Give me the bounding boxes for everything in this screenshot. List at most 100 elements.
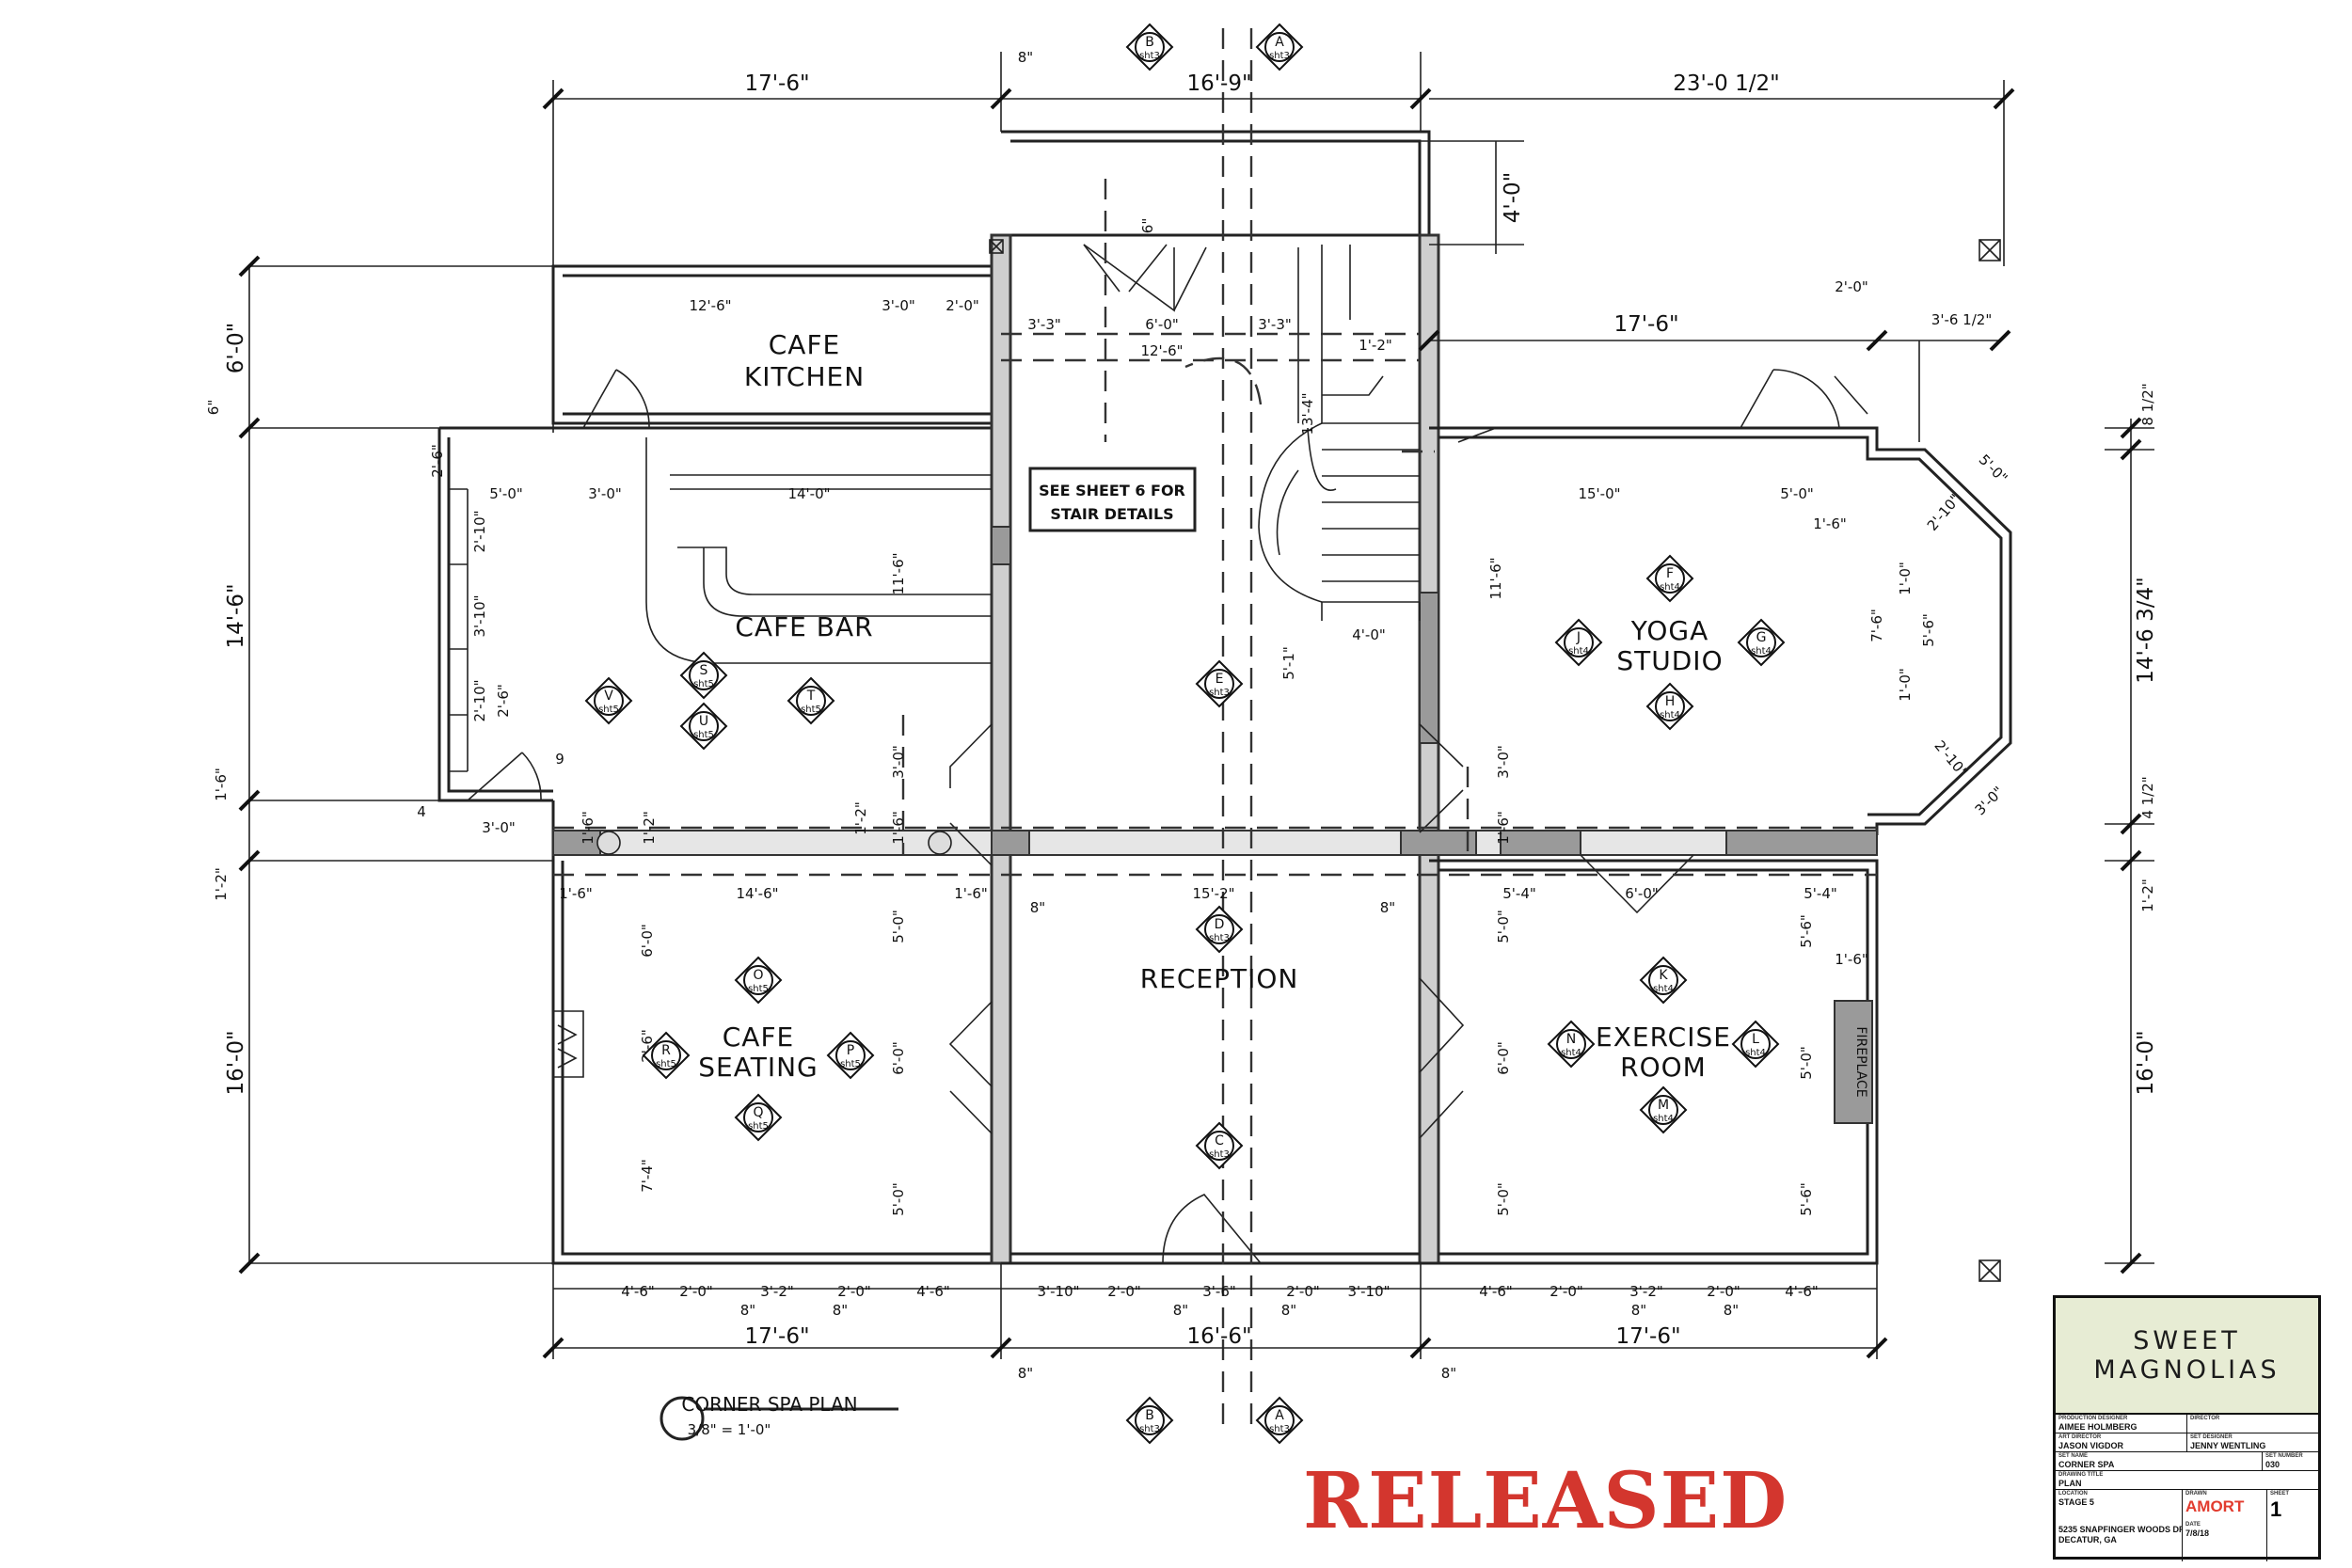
dim-bottom-segment: 2'-0" <box>679 1283 713 1300</box>
dim-left-1-2: 1'-2" <box>213 867 230 901</box>
drawing-title-value: PLAN <box>2058 1479 2082 1488</box>
dim-stair-4-0: 4'-0" <box>1352 626 1386 643</box>
elevation-marker-sheet: sht5 <box>748 1121 769 1132</box>
dim-seating-1-6a: 1'-6" <box>559 885 593 902</box>
dim-seating-6-0b: 6'-0" <box>890 1041 907 1075</box>
drafter-brand: AMORT <box>2185 1497 2245 1515</box>
dim-exercise-5-6a: 5'-6" <box>1798 914 1815 948</box>
dim-right-14-6: 14'-6 3/4" <box>2134 577 2158 683</box>
elevation-marker-letter: A <box>1275 35 1284 50</box>
dim-bay-2-10a: 2'-10" <box>471 510 488 552</box>
logo-line-2: MAGNOLIAS <box>2093 1355 2280 1385</box>
elevation-marker-circle <box>743 1102 773 1132</box>
elevation-marker-circle <box>1264 32 1295 62</box>
elevation-marker-sheet: sht3 <box>1269 51 1290 61</box>
dim-stair-6: 6" <box>1139 218 1156 233</box>
elevation-marker-letter: E <box>1216 672 1224 687</box>
dim-bottom-gap-right: 8" <box>1441 1365 1456 1382</box>
dim-kitchen-3-0: 3'-0" <box>882 297 915 314</box>
dim-stair-6-0: 6'-0" <box>1145 316 1179 333</box>
elevation-markers: Bsht3Asht3Bsht3Asht3Ssht5Vsht5Tsht5Usht5… <box>584 23 1786 1445</box>
elevation-marker-circle <box>796 686 826 716</box>
dimension-lines <box>248 52 2154 1359</box>
dim-bottom-segment: 4'-6" <box>916 1283 950 1300</box>
dim-bottom-segment: 2'-0" <box>837 1283 871 1300</box>
art-director-label: ART DIRECTOR <box>2058 1434 2102 1440</box>
dim-yoga-5-0: 5'-0" <box>1780 485 1814 502</box>
dim-bottom-8in: 8" <box>1281 1302 1296 1319</box>
dim-exercise-5-0a: 5'-0" <box>1495 910 1512 943</box>
address-line-2: DECATUR, GA <box>2058 1535 2117 1544</box>
show-logo: SWEET MAGNOLIAS <box>2056 1298 2318 1415</box>
dim-yoga-2: 2'-0" <box>1835 278 1868 295</box>
elevation-marker-letter: D <box>1215 917 1225 932</box>
dim-top-left: 17'-6" <box>744 71 809 96</box>
dim-yoga-1-6: 1'-6" <box>1813 515 1847 532</box>
dim-mid-1-6a: 1'-6" <box>890 811 907 845</box>
elevation-marker-sheet: sht3 <box>1269 1424 1290 1434</box>
dim-stair-13-4: 13'-4" <box>1299 392 1316 435</box>
dim-bottom-segment: 2'-0" <box>1707 1283 1740 1300</box>
plan-title-circle <box>660 1396 705 1441</box>
dim-seating-5-0a: 5'-0" <box>890 910 907 943</box>
dimension-ticks <box>238 87 2142 1359</box>
elevation-marker-sheet: sht3 <box>1139 51 1160 61</box>
elevation-marker-sheet: sht5 <box>598 705 619 715</box>
dim-stair-1-2: 1'-2" <box>1359 337 1392 354</box>
elevation-marker-letter: A <box>1275 1408 1284 1423</box>
room-label-exercise-1: EXERCISE <box>1596 1022 1731 1053</box>
dim-right-8-5: 8 1/2" <box>2139 383 2156 425</box>
stair-note: SEE SHEET 6 FOR STAIR DETAILS <box>1028 467 1197 532</box>
dim-bay-3-10: 3'-10" <box>471 594 488 637</box>
elevation-marker-circle <box>1135 1405 1165 1435</box>
bottom-dimension-strings: 4'-6"2'-0"3'-2"2'-0"4'-6"3'-10"2'-0"3'-6… <box>621 1283 1819 1319</box>
elevation-marker-letter: F <box>1666 566 1674 581</box>
section-lines <box>553 28 1877 1425</box>
dim-exercise-5-6b: 5'-6" <box>1798 1182 1815 1216</box>
room-label-cafe-kitchen-1: CAFE <box>769 329 841 360</box>
major-dimensions: 17'-6" 16'-9" 23'-0 1/2" 8" 4'-0" 6'-0" … <box>205 49 2158 1382</box>
dim-seating-6-0: 6'-0" <box>639 924 656 958</box>
interior-lines <box>449 244 1421 1078</box>
dim-mid-3-0a: 3'-0" <box>890 745 907 779</box>
elevation-marker-letter: U <box>699 714 708 729</box>
dim-bar-14-0: 14'-0" <box>787 485 830 502</box>
elevation-marker-circle <box>1264 1405 1295 1435</box>
set-name-label: SET NAME <box>2058 1453 2089 1459</box>
dim-bottom-segment: 2'-0" <box>1286 1283 1320 1300</box>
dim-bottom-gap-left: 8" <box>1018 1365 1033 1382</box>
room-label-cafe-bar: CAFE BAR <box>735 611 873 642</box>
plan-scale-text: 3/8" = 1'-0" <box>688 1421 771 1438</box>
dim-yoga-2-10a: 2'-10" <box>1924 491 1964 534</box>
dim-right-1-2: 1'-2" <box>2139 879 2156 912</box>
dim-right-16: 16'-0" <box>2134 1030 2158 1095</box>
elevation-marker-circle <box>1135 32 1165 62</box>
dim-bottom-segment: 2'-0" <box>1549 1283 1583 1300</box>
dim-left-16: 16'-0" <box>224 1030 248 1095</box>
dim-left-4: 4 <box>417 803 426 820</box>
sheet-label: SHEET <box>2270 1491 2290 1497</box>
dim-exercise-6-0b: 6'-0" <box>1495 1041 1512 1075</box>
dim-left-3-0: 3'-0" <box>482 819 516 836</box>
elevation-marker-sheet: sht5 <box>840 1059 861 1069</box>
elevation-marker-letter: G <box>1756 630 1767 645</box>
elevation-marker-circle <box>1204 914 1234 944</box>
elevation-marker-circle <box>594 686 624 716</box>
dim-bottom-segment: 4'-6" <box>621 1283 655 1300</box>
elevation-marker-sheet: sht3 <box>1209 1149 1230 1160</box>
dim-bottom-segment: 3'-2" <box>760 1283 794 1300</box>
set-designer-value: JENNY WENTLING <box>2190 1441 2266 1450</box>
elevation-marker-letter: B <box>1145 35 1154 50</box>
dim-bottom-segment: 4'-6" <box>1479 1283 1513 1300</box>
dim-yoga-1-0b: 1'-0" <box>1897 668 1914 702</box>
elevation-marker-sheet: sht4 <box>1660 582 1680 593</box>
dim-bottom-segment: 4'-6" <box>1785 1283 1819 1300</box>
dim-left-1-6-small: 1'-6" <box>580 811 596 845</box>
